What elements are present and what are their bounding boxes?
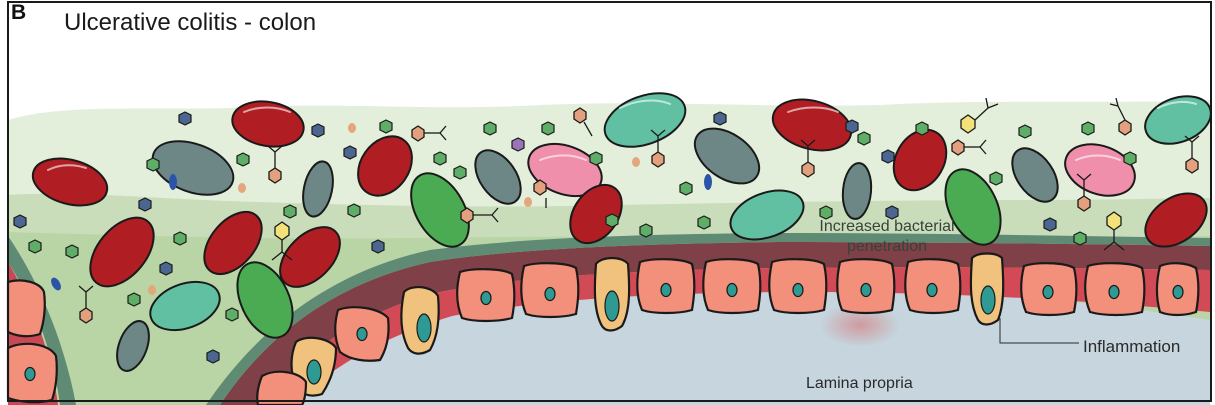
virus-particle-icon xyxy=(512,138,524,151)
virus-particle-icon xyxy=(990,172,1002,185)
enterocyte-icon xyxy=(8,280,45,336)
virus-particle-icon xyxy=(434,152,446,165)
enterocyte-icon xyxy=(1021,263,1076,315)
virus-particle-icon xyxy=(1074,232,1086,245)
virus-particle-icon xyxy=(237,153,249,166)
enterocyte-icon xyxy=(769,259,826,313)
virus-particle-icon xyxy=(846,120,858,133)
virus-particle-icon xyxy=(698,216,710,229)
enterocyte-icon xyxy=(637,259,694,313)
small-spore xyxy=(632,157,640,167)
small-blue-rod xyxy=(169,174,177,190)
virus-particle-icon xyxy=(454,166,466,179)
lamina-propria-label: Lamina propria xyxy=(806,375,913,393)
virus-particle-icon xyxy=(207,350,219,363)
enterocyte-icon xyxy=(1085,263,1144,315)
virus-particle-icon xyxy=(606,214,618,227)
virus-particle-icon xyxy=(66,245,78,258)
inflammation-label: Inflammation xyxy=(1083,337,1180,357)
virus-particle-icon xyxy=(179,112,191,125)
virus-particle-icon xyxy=(542,122,554,135)
enterocyte-icon xyxy=(335,307,388,361)
virus-particle-icon xyxy=(312,124,324,137)
enterocyte-icon xyxy=(1157,263,1198,315)
virus-particle-icon xyxy=(1019,125,1031,138)
virus-particle-icon xyxy=(380,120,392,133)
small-spore xyxy=(238,183,246,193)
virus-particle-icon xyxy=(139,198,151,211)
enterocyte-icon xyxy=(8,344,57,402)
small-blue-rod xyxy=(704,174,712,190)
virus-particle-icon xyxy=(348,204,360,217)
enterocyte-icon xyxy=(905,259,960,313)
goblet-cell-icon xyxy=(401,287,438,354)
virus-particle-icon xyxy=(916,122,928,135)
figure-title: Ulcerative colitis - colon xyxy=(64,9,316,37)
small-spore xyxy=(148,285,156,295)
virus-particle-icon xyxy=(858,132,870,145)
virus-particle-icon xyxy=(680,182,692,195)
virus-particle-icon xyxy=(284,205,296,218)
virus-particle-icon xyxy=(372,240,384,253)
virus-particle-icon xyxy=(29,240,41,253)
virus-particle-icon xyxy=(128,293,140,306)
goblet-cell-icon xyxy=(595,258,629,331)
virus-particle-icon xyxy=(882,150,894,163)
virus-particle-icon xyxy=(640,224,652,237)
virus-particle-icon xyxy=(714,112,726,125)
enterocyte-icon xyxy=(457,269,514,321)
virus-particle-icon xyxy=(590,152,602,165)
virus-particle-icon xyxy=(14,215,26,228)
virus-particle-icon xyxy=(484,122,496,135)
enterocyte-icon xyxy=(837,259,894,313)
small-spore xyxy=(524,197,532,207)
virus-particle-icon xyxy=(1044,218,1056,231)
small-spore xyxy=(348,123,356,133)
virus-particle-icon xyxy=(226,308,238,321)
virus-particle-icon xyxy=(1082,122,1094,135)
bacterial-penetration-label: Increased bacterial penetration xyxy=(792,217,982,257)
enterocyte-icon xyxy=(703,259,760,313)
panel-letter: B xyxy=(11,1,26,25)
virus-particle-icon xyxy=(174,232,186,245)
goblet-cell-icon xyxy=(971,254,1003,325)
enterocyte-icon xyxy=(521,263,578,317)
virus-particle-icon xyxy=(1124,152,1136,165)
virus-particle-icon xyxy=(160,262,172,275)
virus-particle-icon xyxy=(147,158,159,171)
virus-particle-icon xyxy=(344,146,356,159)
